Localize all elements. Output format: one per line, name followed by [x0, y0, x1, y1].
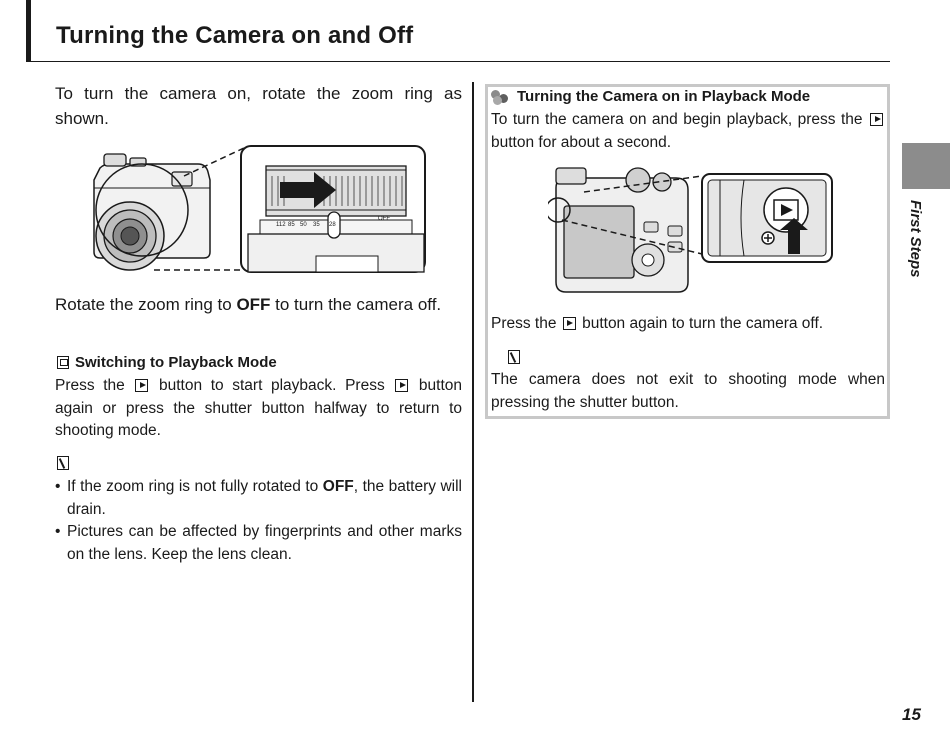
zoom-tick-50: 50 [300, 222, 307, 228]
zoom-tick-28: 28 [329, 222, 336, 228]
section-label: First Steps [907, 200, 924, 278]
column-divider [472, 82, 474, 702]
rotate-off-paragraph: Rotate the zoom ring to OFF to turn the … [55, 295, 442, 314]
zoom-off-label: OFF [378, 216, 390, 222]
section-tab [902, 143, 950, 189]
list-item: Pictures can be affected by fingerprints… [55, 521, 462, 566]
playback-mode-heading: Switching to Playback Mode [57, 354, 277, 371]
play-button-icon [870, 113, 883, 126]
playback-button-illustration [548, 167, 833, 293]
press-arrow-icon [780, 218, 808, 254]
note-icon [508, 350, 521, 364]
camera-front-drawing [93, 153, 211, 271]
notes-list: If the zoom ring is not fully rotated to… [55, 476, 462, 566]
page-number: 15 [902, 705, 921, 724]
play-button-icon [562, 317, 576, 330]
zoom-tick-35: 35 [313, 222, 320, 228]
playback-tip-panel [485, 84, 890, 419]
panel-heading: Turning the Camera on in Playback Mode [491, 88, 810, 105]
rotate-arrow-icon [280, 172, 336, 208]
playback-button-detail [701, 173, 833, 263]
page-title: Turning the Camera on and Off [56, 22, 414, 49]
panel-paragraph-2: Press the button again to turn the camer… [491, 315, 824, 332]
zoom-ring-detail: 112 85 50 35 28 OFF [240, 145, 426, 273]
camera-back-drawing [548, 167, 689, 293]
panel-paragraph-1: To turn the camera on and begin playback… [491, 109, 885, 154]
zoom-ring-illustration: 112 85 50 35 28 OFF [93, 145, 426, 273]
zoom-tick-112: 112 [276, 222, 286, 228]
panel-note-paragraph: The camera does not exit to shooting mod… [491, 371, 885, 411]
playback-mode-paragraph: Press the button to start playback. Pres… [55, 377, 463, 439]
playback-mode-icon [57, 356, 69, 369]
tip-icon [491, 89, 511, 105]
list-item: If the zoom ring is not fully rotated to… [55, 476, 462, 521]
zoom-tick-85: 85 [288, 222, 295, 228]
intro-paragraph: To turn the camera on, rotate the zoom r… [55, 84, 462, 128]
title-bar [26, 0, 890, 62]
note-icon [57, 456, 69, 470]
play-button-icon [395, 379, 409, 392]
play-button-icon [135, 379, 149, 392]
